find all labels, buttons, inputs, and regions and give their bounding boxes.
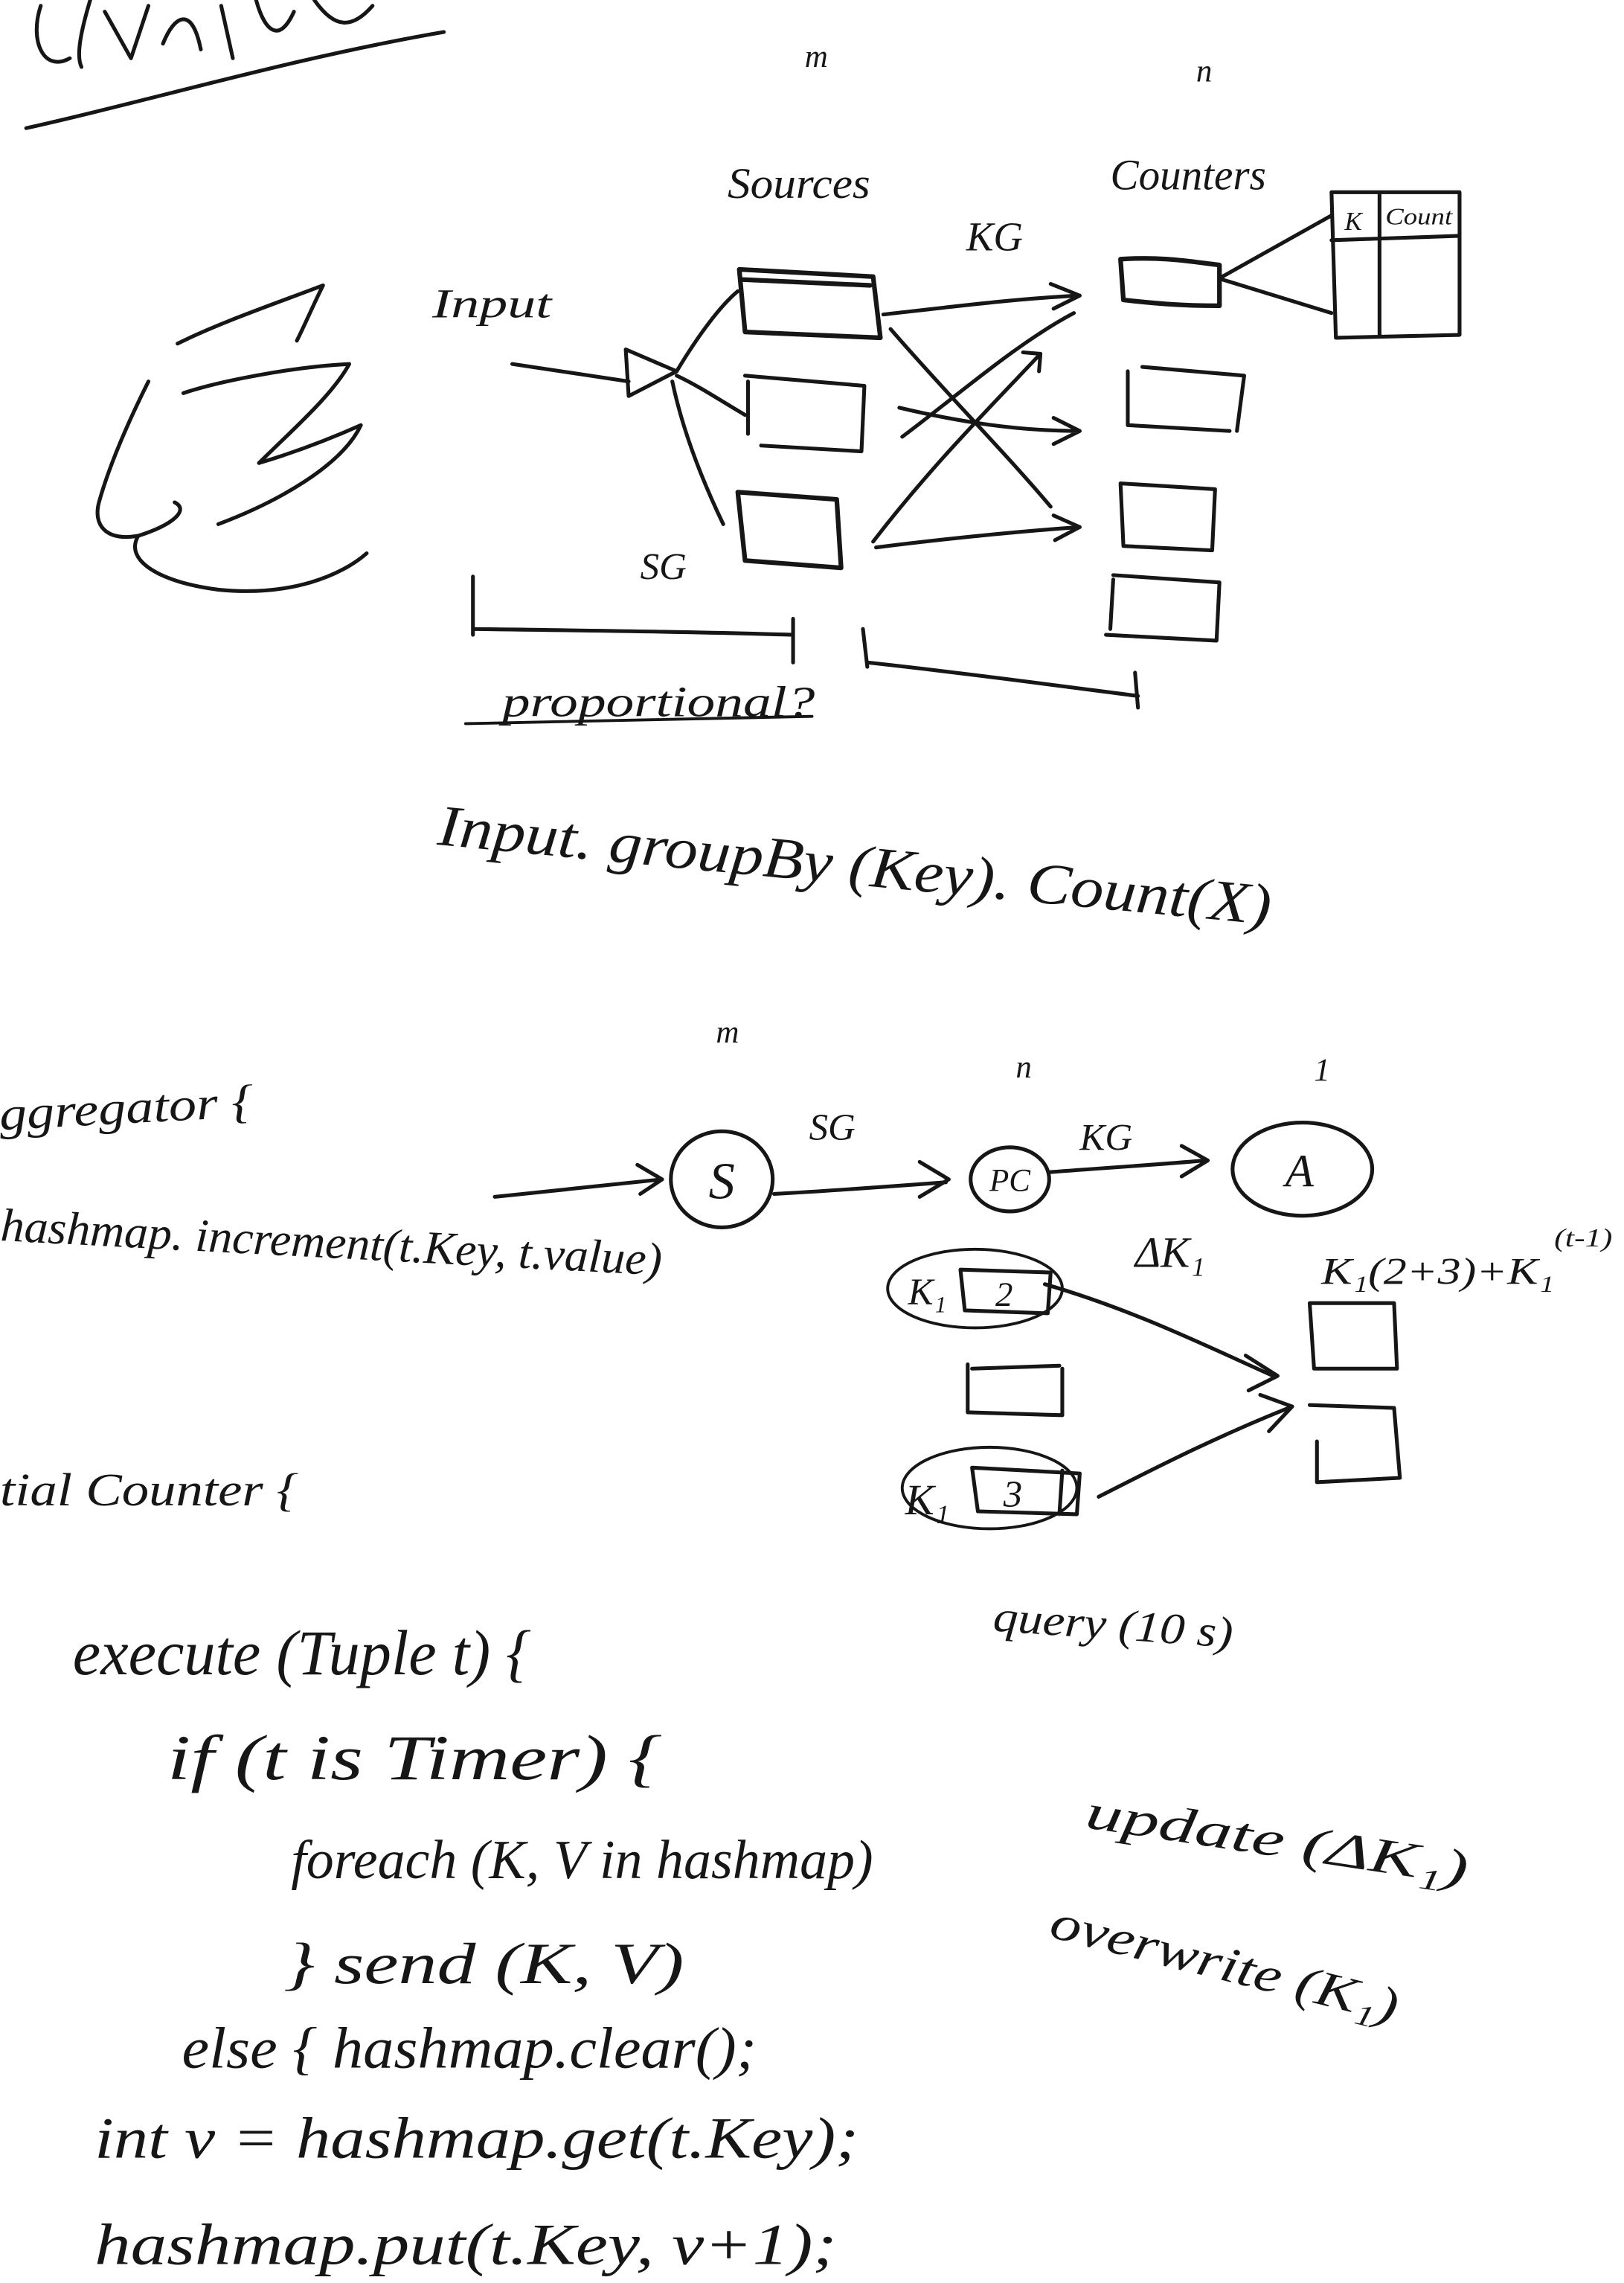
doodle-stroke-3	[216, 423, 363, 526]
aggregate-label: K₁(2+3)+K₁	[1320, 1252, 1554, 1293]
counter-box-1	[1118, 256, 1222, 309]
sources-multiplicity: m	[805, 39, 828, 74]
partial-2-box	[970, 1465, 1082, 1517]
doodle-stroke-5	[132, 534, 369, 593]
title-underline	[24, 30, 446, 130]
counter-box-4	[1104, 573, 1222, 643]
left-doodle	[95, 283, 369, 593]
source-node-label: S	[709, 1152, 735, 1210]
aggregator-multiplicity: 1	[1314, 1053, 1330, 1088]
doodle-stroke-1	[176, 283, 325, 346]
edge-source3-counter3	[874, 513, 1082, 550]
partial-1-to-aggregator-arrow	[1042, 1282, 1280, 1393]
update-label: update (ΔK₁)	[1082, 1784, 1471, 1896]
partial-2-key: K₁	[905, 1476, 950, 1524]
split-line-lower	[670, 380, 725, 526]
aggregator-node-label: A	[1283, 1145, 1315, 1197]
code-line-get: int v = hashmap.get(t.Key);	[94, 2106, 858, 2171]
aggregator-box-1	[1307, 1301, 1399, 1371]
doodle-stroke-2	[181, 362, 352, 465]
source-node	[669, 1129, 775, 1229]
code-line-send: } send (K, V)	[283, 1931, 684, 1996]
code-line-if-timer: if (t is Timer) {	[167, 1722, 662, 1793]
partial-middle-box	[966, 1362, 1065, 1418]
aggregator-body: hashmap. increment(t.Key, t.value)	[0, 1199, 664, 1286]
counter-state-table	[1329, 190, 1462, 340]
partial-to-aggregator-arrow	[1048, 1144, 1210, 1179]
partial-2-to-aggregator-arrow	[1097, 1392, 1294, 1499]
shuffle-grouping-label: SG	[641, 547, 687, 589]
doodle-stroke-4	[95, 380, 182, 539]
source-to-partial-label: SG	[809, 1107, 856, 1149]
code-line-foreach: foreach (K, V in hashmap)	[291, 1830, 873, 1891]
counters-label: Counters	[1110, 150, 1265, 199]
title-scribble-letters	[34, 0, 375, 69]
source-to-partial-arrow	[772, 1159, 951, 1199]
top-topology-diagram: m n Sources Counters KG Input SG K Cou	[431, 39, 1462, 938]
counters-bracket	[861, 627, 1140, 710]
sources-bracket	[471, 574, 795, 665]
code-line-execute: execute (Tuple t) {	[73, 1617, 531, 1688]
code-line-else-clear: else { hashmap.clear();	[182, 2015, 757, 2080]
edge-source1-counter3	[888, 327, 1053, 509]
aggregate-superscript: (t-1)	[1554, 1223, 1612, 1252]
pseudo-code: ggregator { hashmap. increment(t.Key, t.…	[0, 1075, 873, 2276]
source-multiplicity: m	[716, 1015, 739, 1050]
input-label: Input	[431, 281, 553, 327]
partial-1-key: K₁	[908, 1272, 947, 1313]
title-scribble	[24, 0, 446, 130]
partial-1-box	[958, 1267, 1053, 1316]
bracket-note-underline	[463, 714, 814, 726]
source-box-3	[735, 490, 844, 571]
aggregator-node	[1230, 1121, 1375, 1218]
table-key-header: K	[1344, 207, 1363, 236]
counters-multiplicity: n	[1196, 54, 1213, 89]
partial-counter-multiplicity: n	[1015, 1050, 1032, 1085]
input-arrow	[510, 362, 631, 384]
sources-label: Sources	[728, 159, 870, 208]
counter-box-2	[1126, 365, 1247, 433]
groupby-expression: Input. groupBy (Key). Count(X)	[434, 793, 1274, 938]
source-box-2	[742, 374, 867, 454]
overwrite-label: overwrite (K₁)	[1045, 1895, 1405, 2034]
partial-counter-node	[969, 1145, 1051, 1214]
split-line-upper	[675, 289, 740, 374]
partial-counter-node-label: PC	[989, 1164, 1031, 1199]
split-line-middle	[675, 374, 748, 417]
input-splitter-triangle	[623, 348, 679, 398]
counter-box-3	[1118, 481, 1217, 553]
key-grouping-label: KG	[966, 214, 1023, 260]
delta-label: ΔK₁	[1134, 1228, 1205, 1276]
aggregator-header: ggregator {	[0, 1075, 255, 1140]
edge-source1-counter1	[881, 281, 1082, 317]
partial-1-value: 2	[995, 1275, 1012, 1314]
edge-source3-counter1	[871, 350, 1043, 544]
into-source-arrow	[492, 1162, 664, 1199]
counter-zoom-lines	[1220, 214, 1334, 316]
source-box-1	[736, 266, 883, 341]
partial-2-value: 3	[1003, 1474, 1022, 1516]
table-count-header: Count	[1385, 203, 1454, 229]
aggregator-box-2	[1307, 1403, 1402, 1485]
edge-source2-counter2	[897, 406, 1082, 446]
partial-to-aggregator-label: KG	[1079, 1118, 1132, 1159]
code-line-put: hashmap.put(t.Key, v+1);	[94, 2212, 837, 2277]
partial-counter-header: tial Counter {	[0, 1464, 298, 1516]
edge-source2-counter1	[900, 311, 1076, 439]
query-label: query (10 s)	[992, 1592, 1235, 1657]
